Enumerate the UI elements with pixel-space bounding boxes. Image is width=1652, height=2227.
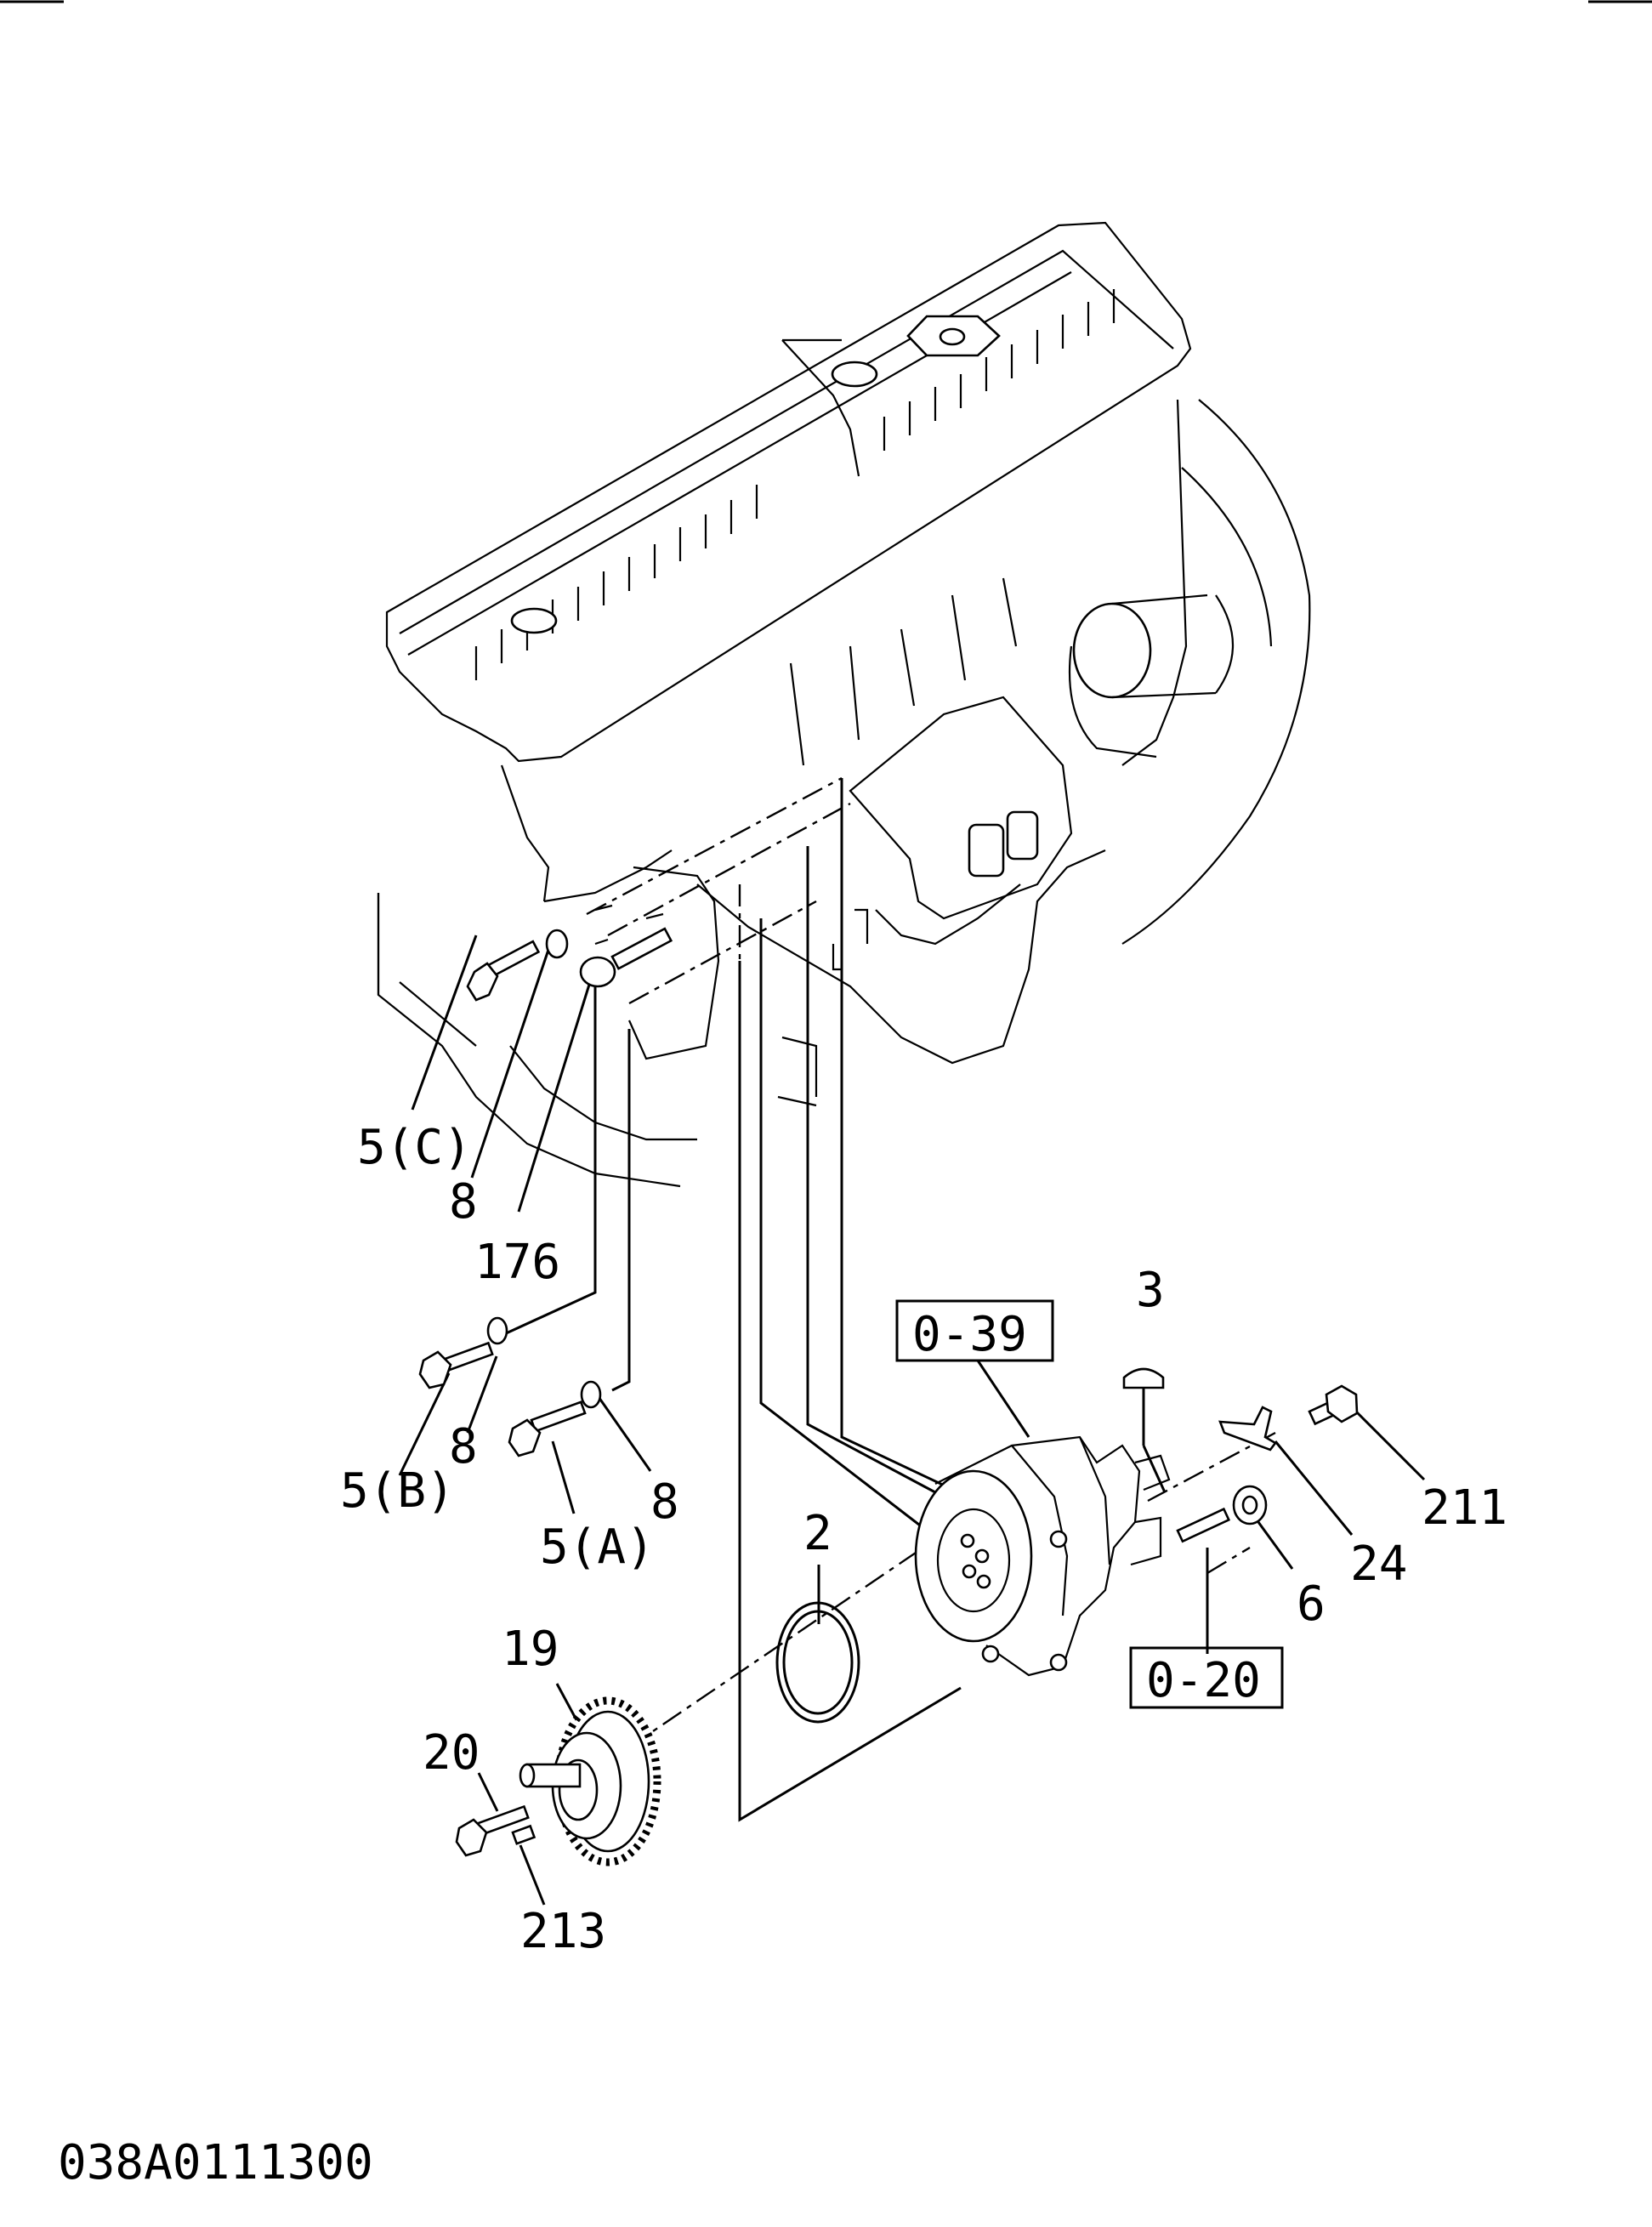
ref-box-0-39 bbox=[895, 1299, 1054, 1362]
label-5c: 5(C) bbox=[357, 1120, 472, 1175]
label-0-39: 0-39 bbox=[912, 1307, 1027, 1362]
label-24: 24 bbox=[1350, 1537, 1407, 1592]
washer-8-mid bbox=[486, 1316, 508, 1345]
pin-213 bbox=[511, 1824, 536, 1845]
nut-6 bbox=[1232, 1485, 1268, 1525]
label-5b: 5(B) bbox=[340, 1463, 455, 1519]
label-2: 2 bbox=[803, 1506, 832, 1561]
stud-0-20 bbox=[1176, 1507, 1231, 1543]
callout-labels: 5(C) 8 176 8 5(B) 8 5(A) 3 0-39 211 24 6… bbox=[58, 1120, 1507, 2190]
label-8-lower: 8 bbox=[650, 1474, 679, 1530]
vacuum-pump-assembly bbox=[914, 1435, 1171, 1677]
washer-8-top bbox=[545, 929, 569, 959]
bolt-5b bbox=[418, 1341, 494, 1389]
bracket-24 bbox=[1218, 1406, 1277, 1452]
label-213: 213 bbox=[520, 1904, 606, 1959]
fasteners bbox=[418, 927, 1359, 1543]
label-6: 6 bbox=[1297, 1577, 1326, 1632]
label-3: 3 bbox=[1136, 1263, 1165, 1318]
label-8-upper: 8 bbox=[449, 1174, 478, 1230]
label-20: 20 bbox=[423, 1725, 480, 1781]
label-0-20: 0-20 bbox=[1146, 1653, 1261, 1708]
o-ring-2 bbox=[775, 1601, 860, 1724]
washer-8-low bbox=[580, 1380, 602, 1409]
engine-block-illustration bbox=[377, 221, 1311, 1188]
bolt-20 bbox=[455, 1804, 530, 1857]
key-3 bbox=[1122, 1367, 1165, 1389]
drawing-number: 038A0111300 bbox=[58, 2135, 373, 2190]
bolt-5c bbox=[466, 940, 541, 1002]
label-8-middle: 8 bbox=[449, 1419, 478, 1474]
bolt-211 bbox=[1308, 1384, 1359, 1426]
label-19: 19 bbox=[502, 1622, 559, 1677]
label-5a: 5(A) bbox=[540, 1520, 655, 1575]
bolt-5a bbox=[508, 1400, 587, 1457]
label-176: 176 bbox=[474, 1235, 560, 1290]
idler-gear-19 bbox=[519, 1696, 661, 1866]
label-211: 211 bbox=[1422, 1480, 1507, 1536]
bolt-176 bbox=[579, 927, 673, 988]
ref-box-0-20 bbox=[1129, 1646, 1284, 1709]
